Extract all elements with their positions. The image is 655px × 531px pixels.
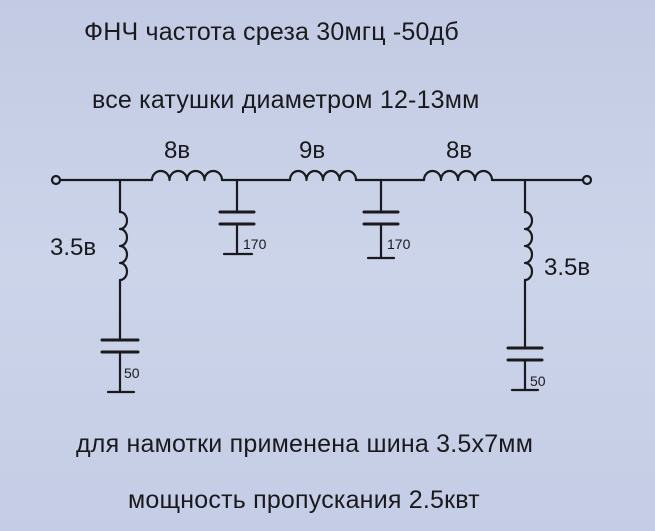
series-coil-1 — [150, 169, 224, 182]
series-coil-3 — [422, 169, 494, 182]
right-bottom-capacitor-label: 50 — [530, 373, 546, 389]
series-coil-2 — [288, 169, 358, 182]
right-shunt-coil-label: 3.5в — [544, 254, 590, 281]
shunt-capacitor-1 — [218, 210, 256, 226]
left-bottom-capacitor-label: 50 — [124, 365, 140, 381]
series-coil-1-label: 8в — [164, 137, 190, 164]
left-shunt-coil-label: 3.5в — [50, 234, 96, 261]
power-note: мощность пропускания 2.5квт — [128, 486, 480, 514]
right-bottom-capacitor — [506, 346, 544, 362]
wire-note: для намотки применена шина 3.5х7мм — [76, 430, 534, 458]
series-coil-3-label: 8в — [446, 137, 472, 164]
series-coil-2-label: 9в — [299, 137, 325, 164]
input-terminal — [50, 174, 62, 186]
shunt-capacitor-1-label: 170 — [243, 236, 267, 252]
left-shunt-coil — [118, 210, 129, 282]
output-terminal — [581, 174, 593, 186]
right-shunt-coil — [523, 210, 534, 282]
shunt-capacitor-2-label: 170 — [387, 236, 411, 252]
title-text: ФНЧ частота среза 30мгц -50дб — [84, 18, 459, 46]
coil-diameter-note: все катушки диаметром 12-13мм — [92, 86, 480, 114]
shunt-capacitor-2 — [362, 210, 400, 226]
left-bottom-capacitor — [100, 338, 140, 354]
